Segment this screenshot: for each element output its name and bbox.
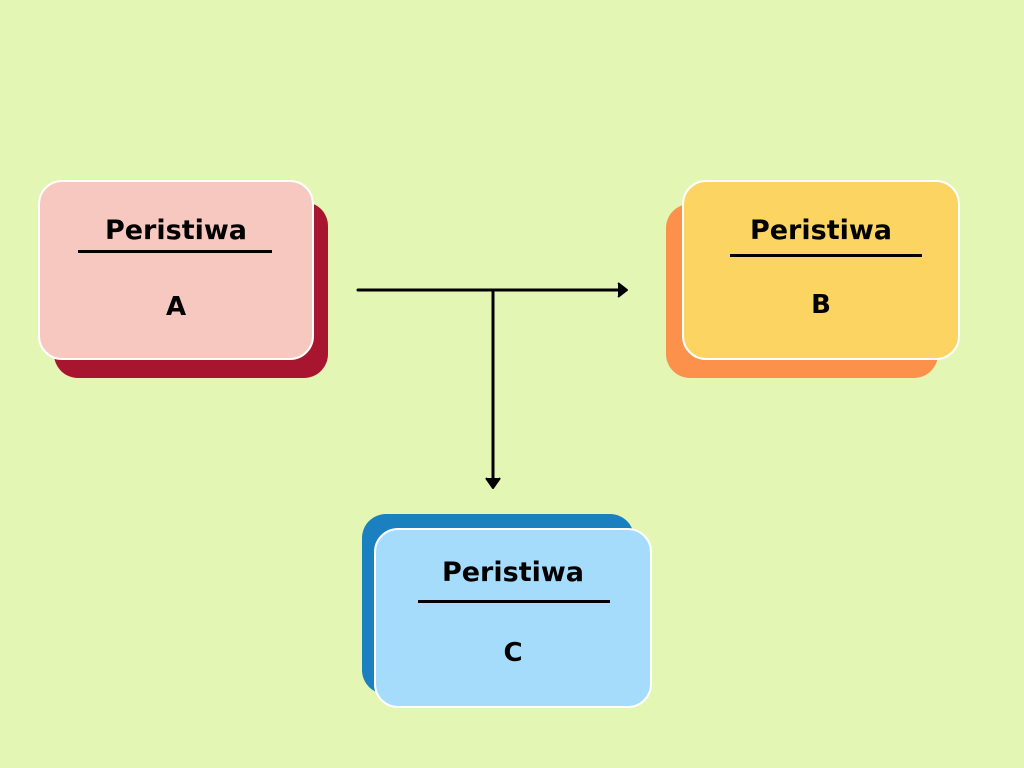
node-c-label: C: [503, 638, 523, 668]
node-a-divider: [78, 250, 272, 253]
node-a-face: Peristiwa A: [38, 180, 314, 360]
node-c-divider: [418, 600, 610, 603]
node-card-b: Peristiwa B: [666, 180, 962, 380]
edge-a-to-c-arrowhead: [485, 477, 501, 489]
edge-a-to-b-arrowhead: [617, 282, 628, 298]
node-b-face: Peristiwa B: [682, 180, 960, 360]
node-b-divider: [730, 254, 922, 257]
node-b-title: Peristiwa: [749, 215, 893, 246]
node-a-label: A: [165, 292, 187, 322]
node-c-title: Peristiwa: [441, 557, 585, 588]
node-a-title: Peristiwa: [104, 215, 248, 246]
node-c-face: Peristiwa C: [374, 528, 652, 708]
node-b-label: B: [811, 290, 831, 320]
node-card-a: Peristiwa A: [38, 180, 330, 380]
node-card-c: Peristiwa C: [362, 512, 654, 710]
